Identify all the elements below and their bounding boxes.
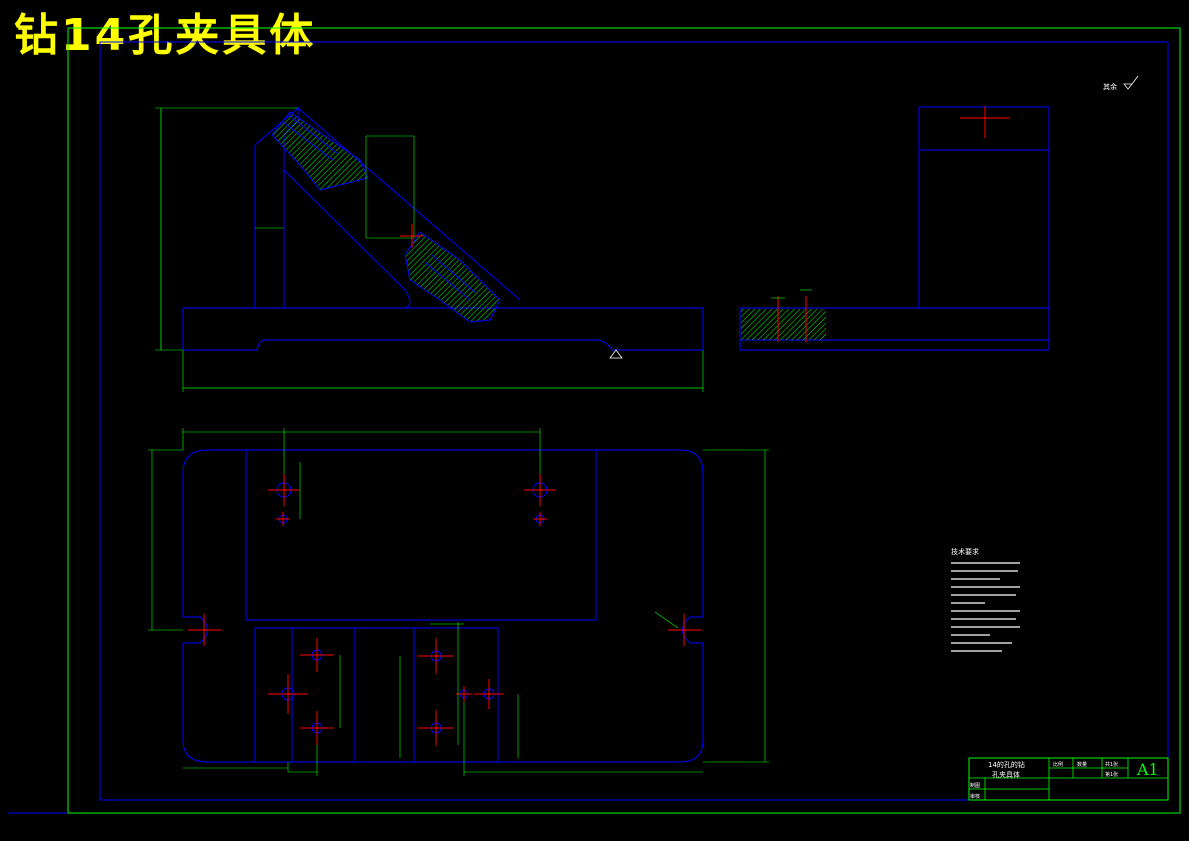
label-checked-by: 审核 [970,793,980,800]
part-name-line2: 孔夹具体 [992,770,1020,779]
top-view-dimensions [148,428,769,776]
drawing-title: 钻14孔夹具体 [14,10,317,61]
part-name-line1: 14的孔的钻 [988,760,1025,769]
surface-finish-text: 其余 [1103,82,1117,91]
label-drawn-by: 制图 [970,782,980,789]
hole-center-marks [188,474,702,746]
surface-finish-note: 其余 [1103,75,1139,91]
title-block: 14的孔的钻 孔夹具体 比例 数量 共1张 第1张 制图 审核 A1 [968,757,1169,801]
label-sheet-total: 共1张 [1105,761,1118,768]
tech-requirements-heading: 技术要求 [951,547,979,556]
label-scale: 比例 [1053,761,1063,768]
sheet-size-label: A1 [1136,760,1159,779]
surface-roughness-icon [1123,75,1139,90]
datum-symbol-icon [609,349,623,359]
label-sheet-number: 第1张 [1105,771,1118,778]
label-quantity: 数量 [1077,761,1087,768]
technical-requirements: 技术要求 [951,547,1020,652]
front-view [155,106,704,392]
top-view [148,428,769,776]
side-view [739,106,1050,351]
drawing-frame [8,27,1181,814]
